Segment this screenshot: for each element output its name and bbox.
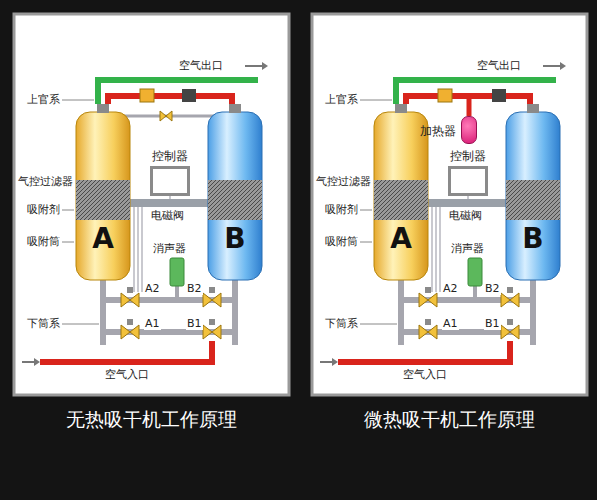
part-label: 下筒系 (26, 318, 61, 330)
part-label: A2 (442, 283, 459, 295)
tank-letter: A (374, 224, 428, 255)
part-label: 空气入口 (402, 369, 448, 381)
part-label: 空气出口 (178, 60, 224, 72)
part-label: B2 (484, 283, 501, 295)
part-label: 消声器 (152, 243, 187, 255)
part-label: 空气入口 (104, 369, 150, 381)
panel-frame (312, 14, 587, 395)
heater: 加热器 (461, 116, 477, 144)
controller-box: 控制器 (448, 166, 488, 196)
adsorption-tank: B (506, 112, 560, 280)
part-label: 吸附剂 (324, 204, 359, 216)
part-label: 气控过滤器 (315, 176, 372, 188)
part-label: 电磁阀 (448, 210, 483, 222)
caption: 无热吸干机工作原理 (14, 409, 289, 430)
adsorption-tank: A (374, 112, 428, 280)
part-label: 吸附剂 (26, 204, 61, 216)
part-label: 吸附筒 (324, 236, 359, 248)
part-label: 吸附筒 (26, 236, 61, 248)
controller-label: 控制器 (450, 150, 486, 163)
part-label: 上官系 (324, 94, 359, 106)
part-label: B2 (186, 283, 203, 295)
part-label: 上官系 (26, 94, 61, 106)
caption: 微热吸干机工作原理 (312, 409, 587, 430)
part-label: B1 (484, 318, 501, 330)
part-label: A1 (442, 318, 459, 330)
part-label: 空气出口 (476, 60, 522, 72)
tank-letter: B (506, 224, 560, 255)
part-label: 电磁阀 (150, 210, 185, 222)
controller-label: 控制器 (152, 150, 188, 163)
part-label: 气控过滤器 (17, 176, 74, 188)
adsorption-tank: A (76, 112, 130, 280)
controller-box: 控制器 (150, 166, 190, 196)
panel-frame (14, 14, 289, 395)
part-label: 下筒系 (324, 318, 359, 330)
dryer-left (22, 100, 262, 366)
tank-letter: B (208, 224, 262, 255)
dryer-right (320, 100, 560, 366)
tank-letter: A (76, 224, 130, 255)
part-label: B1 (186, 318, 203, 330)
part-label: A1 (144, 318, 161, 330)
part-label: 消声器 (450, 243, 485, 255)
adsorption-tank: B (208, 112, 262, 280)
heater-label: 加热器 (420, 125, 456, 138)
part-label: A2 (144, 283, 161, 295)
